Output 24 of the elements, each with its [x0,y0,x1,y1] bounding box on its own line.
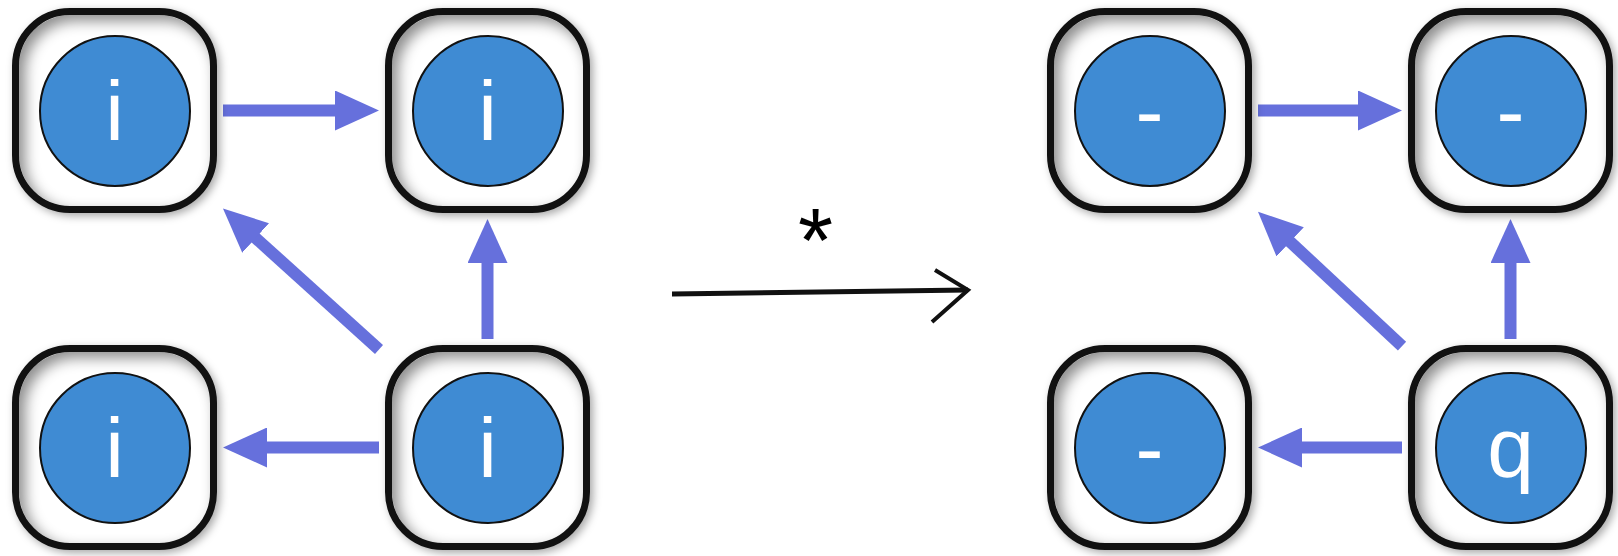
arrow [467,219,508,339]
arrow [223,90,379,131]
arrow [1490,219,1531,339]
star-label: * [798,196,834,286]
rounded-square-tile [12,345,217,550]
node-letter: i [105,68,124,153]
rounded-square-tile [1408,345,1613,550]
node-letter: i [478,405,497,490]
rounded-square-tile [1047,8,1252,213]
arrow [1258,90,1402,131]
rounded-square-tile [385,8,590,213]
node-letter: - [1496,68,1525,153]
node-letter: - [1135,405,1164,490]
node-letter: - [1135,68,1164,153]
rounded-square-tile [1408,8,1613,213]
arrow [223,208,383,354]
node-letter: i [478,68,497,153]
rounded-square-tile [12,8,217,213]
arrow [1258,211,1407,351]
rounded-square-tile [1047,345,1252,550]
node-letter: i [105,405,124,490]
arrow [223,427,379,468]
rounded-square-tile [385,345,590,550]
arrow [1258,427,1402,468]
